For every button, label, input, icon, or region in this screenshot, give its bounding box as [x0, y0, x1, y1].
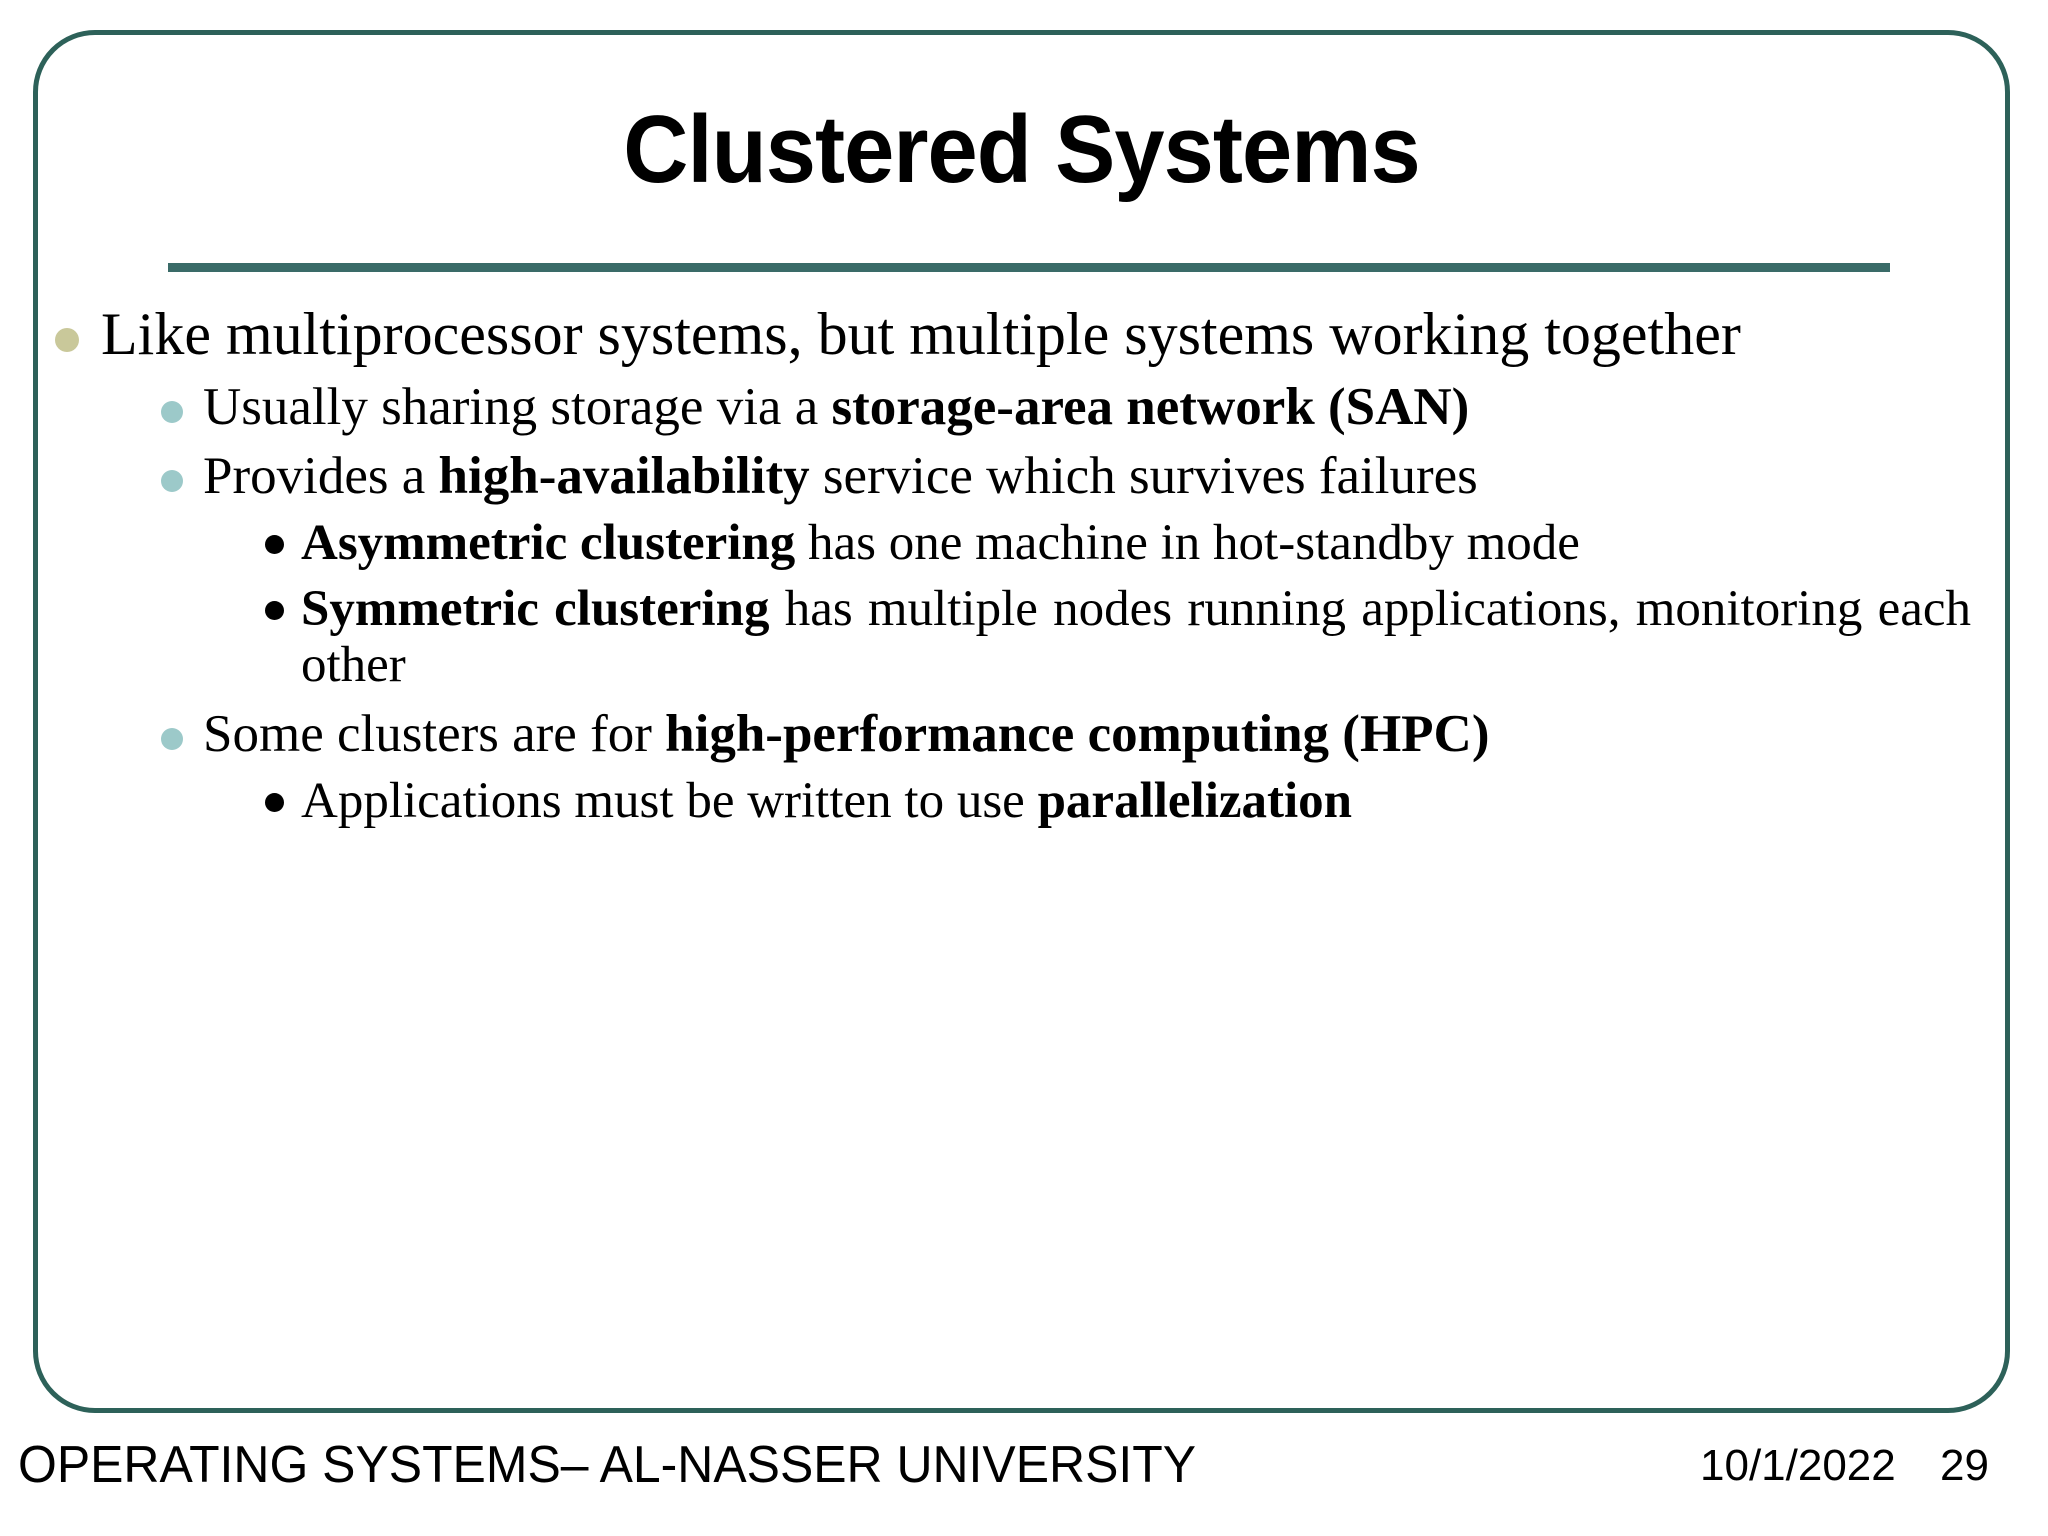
bullet-span: service which survives failures — [809, 447, 1478, 506]
title-divider-rule — [168, 263, 1890, 272]
footer-date: 10/1/2022 — [1700, 1441, 1896, 1490]
bullet-text: Symmetric clustering has multiple nodes … — [301, 581, 1971, 693]
bullet-emphasis: high-availability — [438, 447, 810, 506]
bullet-dot-icon — [265, 601, 284, 621]
bullet-span: Provides a — [203, 447, 439, 506]
bullet-item-level2: Usually sharing storage via a storage-ar… — [161, 377, 2010, 436]
page-title: Clustered Systems — [623, 96, 1420, 203]
slide-body-content: Like multiprocessor systems, but multipl… — [33, 300, 2010, 829]
title-block: Clustered Systems — [33, 96, 2010, 203]
bullet-text: Some clusters are for high-performance c… — [203, 704, 1963, 763]
footer-page-number: 29 — [1940, 1441, 1989, 1490]
bullet-span: Applications must be written to use — [301, 772, 1038, 829]
bullet-dot-icon — [55, 328, 79, 352]
bullet-emphasis: storage-area network (SAN) — [831, 377, 1470, 436]
bullet-dot-icon — [265, 535, 284, 555]
bullet-span: Like multiprocessor systems, but multipl… — [101, 301, 1741, 367]
bullet-item-level2: Provides a high-availability service whi… — [161, 447, 2010, 506]
bullet-emphasis: high-performance computing (HPC) — [665, 704, 1490, 763]
bullet-text: Usually sharing storage via a storage-ar… — [203, 377, 1963, 436]
bullet-text: Asymmetric clustering has one machine in… — [301, 515, 1971, 571]
bullet-dot-icon — [161, 470, 183, 493]
bullet-dot-icon — [161, 727, 183, 750]
bullet-emphasis: Asymmetric clustering — [301, 515, 796, 572]
bullet-span: has multiple nodes running applications,… — [301, 581, 1972, 694]
footer-course-label: OPERATING SYSTEMS– AL-NASSER UNIVERSITY — [18, 1436, 1197, 1494]
bullet-text: Like multiprocessor systems, but multipl… — [101, 302, 1961, 367]
bullet-emphasis: Symmetric clustering — [301, 581, 770, 638]
bullet-item-level3: Symmetric clustering has multiple nodes … — [265, 581, 2010, 693]
bullet-dot-icon — [161, 400, 183, 423]
bullet-span: has one machine in hot-standby mode — [795, 515, 1580, 572]
bullet-text: Provides a high-availability service whi… — [203, 447, 1963, 506]
bullet-text: Applications must be written to use para… — [301, 773, 1971, 829]
bullet-item-level1: Like multiprocessor systems, but multipl… — [55, 302, 2010, 367]
bullet-item-level3: Asymmetric clustering has one machine in… — [265, 515, 2010, 571]
bullet-emphasis: parallelization — [1037, 772, 1353, 829]
bullet-dot-icon — [265, 792, 284, 812]
bullet-span: Some clusters are for — [203, 704, 666, 763]
bullet-item-level2: Some clusters are for high-performance c… — [161, 704, 2010, 763]
bullet-item-level3: Applications must be written to use para… — [265, 773, 2010, 829]
bullet-span: Usually sharing storage via a — [203, 377, 832, 436]
